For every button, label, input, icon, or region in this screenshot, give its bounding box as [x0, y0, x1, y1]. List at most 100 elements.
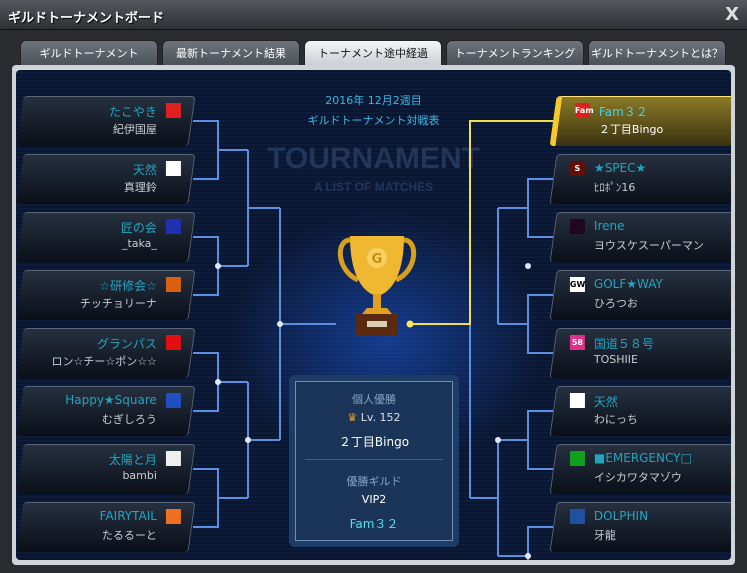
player-name: bambi: [122, 469, 157, 482]
guild-winner-label: 優勝ギルド: [346, 475, 402, 488]
card-content: ■EMERGENCY□ イシカワタマゾウ: [554, 445, 731, 494]
card-content: GW GOLF★WAY ひろつお: [554, 271, 731, 320]
guild-name: 国道５８号: [593, 337, 654, 351]
blank-white-icon: [165, 161, 181, 176]
card-content: 天然 真理鈴: [20, 155, 191, 204]
team-card-right[interactable]: DOLPHIN 牙龍: [549, 502, 731, 552]
title-bar: ギルドトーナメントボード X: [0, 0, 747, 30]
guild-name: GOLF★WAY: [593, 277, 663, 291]
blank-white-icon: [569, 393, 585, 408]
player-name: 真理鈴: [123, 181, 157, 194]
team-card-right[interactable]: ■EMERGENCY□ イシカワタマゾウ: [549, 444, 731, 494]
player-name: ひろつお: [593, 297, 638, 310]
card-content: S ★SPEC★ ﾋﾛﾎﾟﾝ16: [554, 155, 731, 204]
guild-name: ☆研修会☆: [99, 279, 157, 293]
guild-name: Happy★Square: [65, 393, 157, 407]
close-button[interactable]: X: [725, 4, 739, 25]
level-row: ♛ Lv. 152: [295, 411, 453, 424]
fam-icon: Fam: [574, 103, 594, 118]
player-name: _taka_: [121, 237, 157, 250]
player-name: わにっち: [593, 413, 638, 426]
tab-guild-tournament[interactable]: ギルドトーナメント: [20, 40, 158, 66]
fairytail-icon: [165, 509, 181, 524]
team-card-left[interactable]: Happy★Square むぎしろう: [16, 386, 196, 436]
dolphin-icon: [569, 509, 585, 524]
card-content: DOLPHIN 牙龍: [554, 503, 731, 552]
player-name: ヨウスケスーパーマン: [593, 239, 704, 252]
player-name: 紀伊国屋: [112, 123, 157, 136]
tab-latest-results[interactable]: 最新トーナメント結果: [162, 40, 300, 66]
bracket-lines: [193, 120, 553, 560]
card-content: 匠の会 _taka_: [20, 213, 191, 262]
team-card-right[interactable]: S ★SPEC★ ﾋﾛﾎﾟﾝ16: [549, 154, 731, 204]
card-content: Happy★Square むぎしろう: [20, 387, 191, 436]
guild-name: ★SPEC★: [593, 161, 647, 175]
guild-name: Irene: [593, 219, 625, 233]
week-label: 2016年 12月2週目: [325, 94, 422, 107]
tab-bar: ギルドトーナメント 最新トーナメント結果 トーナメント途中経過 トーナメントラン…: [20, 40, 726, 66]
winner-info-box: 個人優勝 ♛ Lv. 152 ２丁目Bingo 優勝ギルド VIP2 Fam３２: [289, 375, 459, 547]
player-name: イシカワタマゾウ: [593, 471, 682, 484]
team-card-right[interactable]: 58 国道５８号 TOSHIIE: [549, 328, 731, 378]
tournament-banner-sub: A LIST OF MATCHES: [313, 180, 434, 194]
player-name: ﾋﾛﾎﾟﾝ16: [593, 181, 636, 194]
player-name: ２丁目Bingo: [598, 123, 664, 136]
card-content: グランパス ロン☆チー☆ポン☆☆: [20, 329, 191, 378]
team-card-left[interactable]: ☆研修会☆ チッチョリーナ: [16, 270, 196, 320]
team-card-right[interactable]: GW GOLF★WAY ひろつお: [549, 270, 731, 320]
svg-text:G: G: [372, 252, 383, 267]
team-card-left[interactable]: たこやき 紀伊国屋: [16, 96, 196, 146]
blue-flag-icon: [165, 393, 181, 408]
guild-name: グランパス: [96, 337, 157, 351]
team-card-left[interactable]: 天然 真理鈴: [16, 154, 196, 204]
crown-icon: ♛: [347, 411, 361, 424]
team-card-left[interactable]: 匠の会 _taka_: [16, 212, 196, 262]
player-name: 牙龍: [593, 529, 616, 542]
tournament-banner: TOURNAMENT: [267, 142, 480, 175]
board-subtitle: ギルドトーナメント対戦表: [307, 114, 440, 127]
card-content: 58 国道５８号 TOSHIIE: [554, 329, 731, 378]
card-content: 天然 わにっち: [554, 387, 731, 436]
pink-crystal-icon: [569, 219, 585, 234]
blue-frame-icon: [165, 219, 181, 234]
guild-winner-sub: VIP2: [361, 493, 387, 506]
trophy-icon: G: [337, 236, 417, 336]
tab-progress[interactable]: トーナメント途中経過: [304, 40, 442, 66]
player-name: TOSHIIE: [593, 353, 639, 366]
divider: [305, 459, 443, 460]
red-orca-icon: [165, 335, 181, 350]
guild-name: たこやき: [108, 105, 157, 119]
individual-winner-label: 個人優勝: [352, 393, 396, 406]
card-content: たこやき 紀伊国屋: [20, 97, 191, 146]
team-card-left[interactable]: FAIRYTAIL たるるーと: [16, 502, 196, 552]
team-card-right[interactable]: Fam Fam３２ ２丁目Bingo: [549, 96, 731, 146]
winner-level: Lv. 152: [360, 411, 401, 424]
eagle-icon: [165, 451, 181, 466]
red-splat-icon: [165, 103, 181, 118]
guild-name: 天然: [132, 163, 157, 177]
s-letter-icon: S: [569, 161, 585, 176]
team-card-left[interactable]: グランパス ロン☆チー☆ポン☆☆: [16, 328, 196, 378]
tournament-board: 2016年 12月2週目 ギルドトーナメント対戦表 TOURNAMENT A L…: [16, 70, 731, 560]
guild-winner-name: Fam３２: [349, 517, 399, 531]
guild-name: 太陽と月: [108, 453, 157, 467]
guild-name: Fam３２: [598, 105, 648, 119]
player-name: たるるーと: [101, 529, 157, 542]
team-card-right[interactable]: Irene ヨウスケスーパーマン: [549, 212, 731, 262]
card-content: Fam Fam３２ ２丁目Bingo: [559, 97, 731, 146]
guild-name: 匠の会: [120, 221, 157, 235]
tab-about[interactable]: ギルドトーナメントとは？: [588, 40, 726, 66]
player-name: チッチョリーナ: [79, 297, 157, 310]
card-content: FAIRYTAIL たるるーと: [20, 503, 191, 552]
exit-sign-icon: [569, 451, 585, 466]
player-name: むぎしろう: [101, 413, 157, 426]
guild-name: ■EMERGENCY□: [593, 451, 692, 465]
gw-icon: GW: [569, 277, 585, 292]
team-card-right[interactable]: 天然 わにっち: [549, 386, 731, 436]
card-content: Irene ヨウスケスーパーマン: [554, 213, 731, 262]
window-title: ギルドトーナメントボード: [8, 11, 165, 26]
guild-name: DOLPHIN: [593, 509, 649, 523]
team-card-left[interactable]: 太陽と月 bambi: [16, 444, 196, 494]
tab-ranking[interactable]: トーナメントランキング: [446, 40, 584, 66]
card-content: ☆研修会☆ チッチョリーナ: [20, 271, 191, 320]
